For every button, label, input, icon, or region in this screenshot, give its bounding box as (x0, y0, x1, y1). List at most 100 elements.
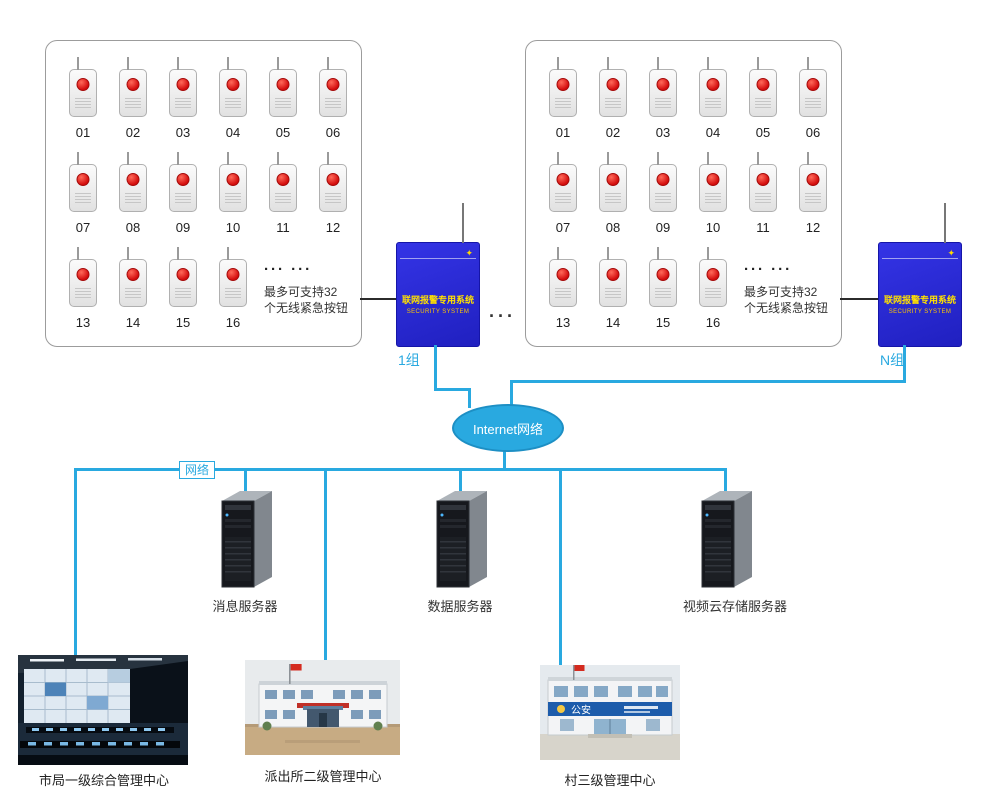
drop-to-video-server (724, 468, 727, 492)
group-n-tag: N组 (880, 352, 905, 368)
remote-transmitter-icon (119, 57, 147, 117)
server-tower-icon (436, 491, 487, 588)
alarm-button-icon (226, 78, 240, 91)
speaker-grooves (325, 193, 341, 205)
antenna-icon (807, 57, 809, 70)
button-number: 13 (555, 315, 571, 330)
alarm-button-icon (806, 78, 820, 91)
line-devicen-horizontal (510, 380, 906, 383)
drop-to-city-center (74, 468, 77, 658)
button-number: 08 (605, 220, 621, 235)
emergency-button: 09 (158, 148, 208, 235)
button-number: 02 (605, 125, 621, 140)
remote-transmitter-icon (749, 57, 777, 117)
emergency-button: 15 (158, 243, 208, 330)
device-name-cn: 联网报警专用系统 (883, 295, 956, 305)
antenna-icon (127, 152, 129, 165)
alarm-button-icon (76, 268, 90, 281)
speaker-grooves (75, 288, 91, 300)
network-label: 网络 (179, 461, 216, 479)
emergency-button: 02 (108, 53, 158, 140)
button-number: 01 (555, 125, 571, 140)
alarm-button-icon (226, 173, 240, 186)
remote-transmitter-icon (269, 57, 297, 117)
alarm-host-n: ✦ 联网报警专用系统 SECURITY SYSTEM (878, 203, 962, 347)
speaker-grooves (755, 193, 771, 205)
station-center-photo (245, 660, 400, 760)
emergency-button: 05 (258, 53, 308, 140)
button-number: 12 (805, 220, 821, 235)
speaker-grooves (225, 98, 241, 110)
speaker-grooves (705, 288, 721, 300)
groups-ellipsis: ··· (489, 306, 516, 326)
button-number: 04 (705, 125, 721, 140)
antenna-icon (77, 57, 79, 70)
alarm-button-icon (176, 173, 190, 186)
emergency-button: 03 (638, 53, 688, 140)
message-server (214, 489, 278, 589)
antenna-icon (327, 57, 329, 70)
button-number: 09 (175, 220, 191, 235)
speaker-grooves (605, 288, 621, 300)
button-number: 14 (125, 315, 141, 330)
emergency-button: 13 (538, 243, 588, 330)
speaker-grooves (75, 193, 91, 205)
antenna-icon (657, 152, 659, 165)
remote-transmitter-icon (699, 57, 727, 117)
line-device1-horизontal (434, 388, 471, 391)
alarm-button-icon (656, 268, 670, 281)
emergency-button: 12 (308, 148, 358, 235)
more-buttons-ellipsis: ··· ··· (264, 261, 313, 278)
antenna-icon (127, 247, 129, 260)
antenna-icon (757, 152, 759, 165)
remote-transmitter-icon (549, 247, 577, 307)
speaker-grooves (325, 98, 341, 110)
remote-transmitter-icon (69, 57, 97, 117)
emergency-button: 16 (688, 243, 738, 330)
remote-transmitter-icon (269, 152, 297, 212)
village-center-label: 村三级管理中心 (564, 773, 656, 788)
line-device1-down (434, 345, 437, 391)
control-room-photo-svg (18, 655, 188, 765)
antenna-icon (607, 247, 609, 260)
button-number: 16 (705, 315, 721, 330)
button-number: 06 (325, 125, 341, 140)
remote-transmitter-icon (549, 57, 577, 117)
alarm-button-icon (806, 173, 820, 186)
button-number: 05 (755, 125, 771, 140)
emergency-button: 06 (788, 53, 838, 140)
button-number: 10 (225, 220, 241, 235)
group-1-tag: 1组 (398, 352, 420, 368)
speaker-grooves (225, 193, 241, 205)
antenna-icon (77, 152, 79, 165)
antenna-icon (557, 247, 559, 260)
line-device1-to-cloud (468, 388, 471, 408)
button-number: 16 (225, 315, 241, 330)
data-server (429, 489, 493, 589)
device-text: 联网报警专用系统 SECURITY SYSTEM (879, 293, 961, 315)
drop-to-station-center (324, 468, 327, 662)
device-antenna-icon (944, 203, 946, 243)
remote-transmitter-icon (649, 152, 677, 212)
remote-transmitter-icon (119, 247, 147, 307)
alarm-button-icon (126, 173, 140, 186)
button-number: 01 (75, 125, 91, 140)
antenna-icon (227, 247, 229, 260)
alarm-button-icon (656, 78, 670, 91)
speaker-grooves (555, 98, 571, 110)
antenna-icon (177, 247, 179, 260)
emergency-button: 10 (688, 148, 738, 235)
connector-group2-device2 (840, 298, 878, 300)
alarm-button-icon (756, 173, 770, 186)
remote-transmitter-icon (699, 247, 727, 307)
device-strip (882, 258, 958, 259)
button-number: 12 (325, 220, 341, 235)
speaker-grooves (805, 193, 821, 205)
emergency-button: 04 (208, 53, 258, 140)
